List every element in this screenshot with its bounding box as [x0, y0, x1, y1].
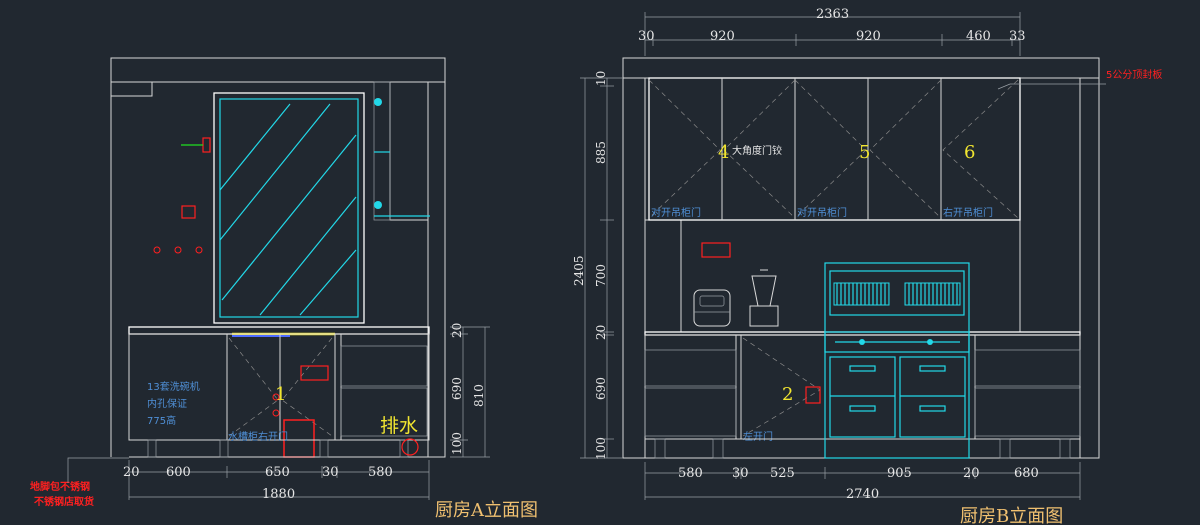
- upper-number-5: 5: [859, 142, 870, 163]
- ceiling-slab-b: [622, 57, 1100, 79]
- drain-label: 排水: [380, 415, 418, 437]
- elevation-a-title: 厨房A立面图: [435, 500, 538, 521]
- upper-label-3: 右开吊柜门: [943, 206, 993, 219]
- b-vdim-total: 2405: [572, 255, 586, 286]
- elevation-a: 13套洗碗机 内孔保证 775高 水槽柜右开门 1 排水 地脚包不锈钢 不锈钢店…: [30, 57, 538, 521]
- ceiling-note: 5公分顶封板: [1106, 68, 1162, 81]
- b-vdim-700: 700: [594, 264, 608, 287]
- elevation-b-title: 厨房B立面图: [960, 506, 1063, 525]
- base-cabinets-b: [644, 334, 1081, 440]
- stool-a: [283, 419, 315, 458]
- a-vdim-20: 20: [450, 323, 464, 338]
- b-dim-33: 33: [1009, 29, 1026, 44]
- a-dim-20: 20: [123, 465, 140, 480]
- sink-cabinet-label: 水槽柜右开门: [228, 430, 288, 443]
- integrated-stove-unit: [824, 262, 970, 459]
- b-vdim-100: 100: [594, 437, 608, 460]
- b-dim-905: 905: [887, 466, 912, 481]
- brick-column-b: [1019, 77, 1081, 333]
- a-dim-total: 1880: [262, 487, 295, 502]
- blender-icon: [749, 269, 779, 327]
- b-vdim-20: 20: [594, 325, 608, 340]
- outlet-marker-a1: [202, 137, 211, 153]
- rice-cooker-icon: [693, 289, 731, 327]
- upper-label-1: 对开吊柜门: [651, 206, 701, 219]
- ceiling-slab-a: [110, 57, 446, 83]
- a-dim-650: 650: [265, 465, 290, 480]
- a-vdim-100: 100: [450, 432, 464, 455]
- b-vdim-885: 885: [594, 141, 608, 164]
- a-vdim-810: 810: [472, 384, 486, 407]
- lower-door-label: 左开门: [743, 430, 773, 443]
- left-wall-b: [622, 77, 646, 459]
- b-dim-30: 30: [732, 466, 749, 481]
- b-vdim-10: 10: [594, 71, 608, 86]
- upper-label-2: 对开吊柜门: [797, 206, 847, 219]
- b-dim-525: 525: [770, 466, 795, 481]
- brick-column-a: [389, 81, 429, 221]
- a-vdim-690: 690: [450, 377, 464, 400]
- elevation-b: 4 5 6 大角度门铰 对开吊柜门 对开吊柜门 右开吊柜门 5公分顶封板: [572, 7, 1162, 525]
- cabinet-number-1: 1: [275, 384, 286, 405]
- outlet-marker-a2: [181, 205, 196, 219]
- lower-number-2: 2: [782, 384, 793, 405]
- dishwasher-line-2: 内孔保证: [147, 397, 187, 410]
- upper-number-6: 6: [964, 142, 975, 163]
- b-dim-total-bottom: 2740: [846, 487, 879, 502]
- b-dim-920a: 920: [710, 29, 735, 44]
- b-dim-30-top: 30: [638, 29, 655, 44]
- a-dim-600: 600: [166, 465, 191, 480]
- window-a: [213, 92, 365, 324]
- a-dim-30: 30: [322, 465, 339, 480]
- b-dim-680: 680: [1014, 466, 1039, 481]
- dishwasher-line-1: 13套洗碗机: [147, 380, 200, 393]
- skirting-note-1: 地脚包不锈钢: [30, 480, 90, 493]
- b-vdim-690: 690: [594, 377, 608, 400]
- right-wall-b: [1079, 77, 1100, 459]
- b-dim-460: 460: [966, 29, 991, 44]
- b-dim-total-top: 2363: [816, 7, 849, 22]
- drain-icon: [401, 438, 419, 456]
- brick-panel-b: [644, 219, 682, 333]
- upper-cabinets-b: [648, 77, 1021, 221]
- b-dim-20: 20: [963, 466, 980, 481]
- dishwasher-line-3: 775高: [147, 414, 176, 427]
- outlet-marker-b: [701, 242, 731, 258]
- a-dim-580: 580: [368, 465, 393, 480]
- upper-number-4: 4: [718, 142, 729, 163]
- right-wall-a: [427, 81, 446, 458]
- b-dim-920b: 920: [856, 29, 881, 44]
- b-dim-580: 580: [678, 466, 703, 481]
- skirting-note-2: 不锈钢店取货: [34, 495, 94, 508]
- hinge-note: 大角度门铰: [732, 144, 782, 157]
